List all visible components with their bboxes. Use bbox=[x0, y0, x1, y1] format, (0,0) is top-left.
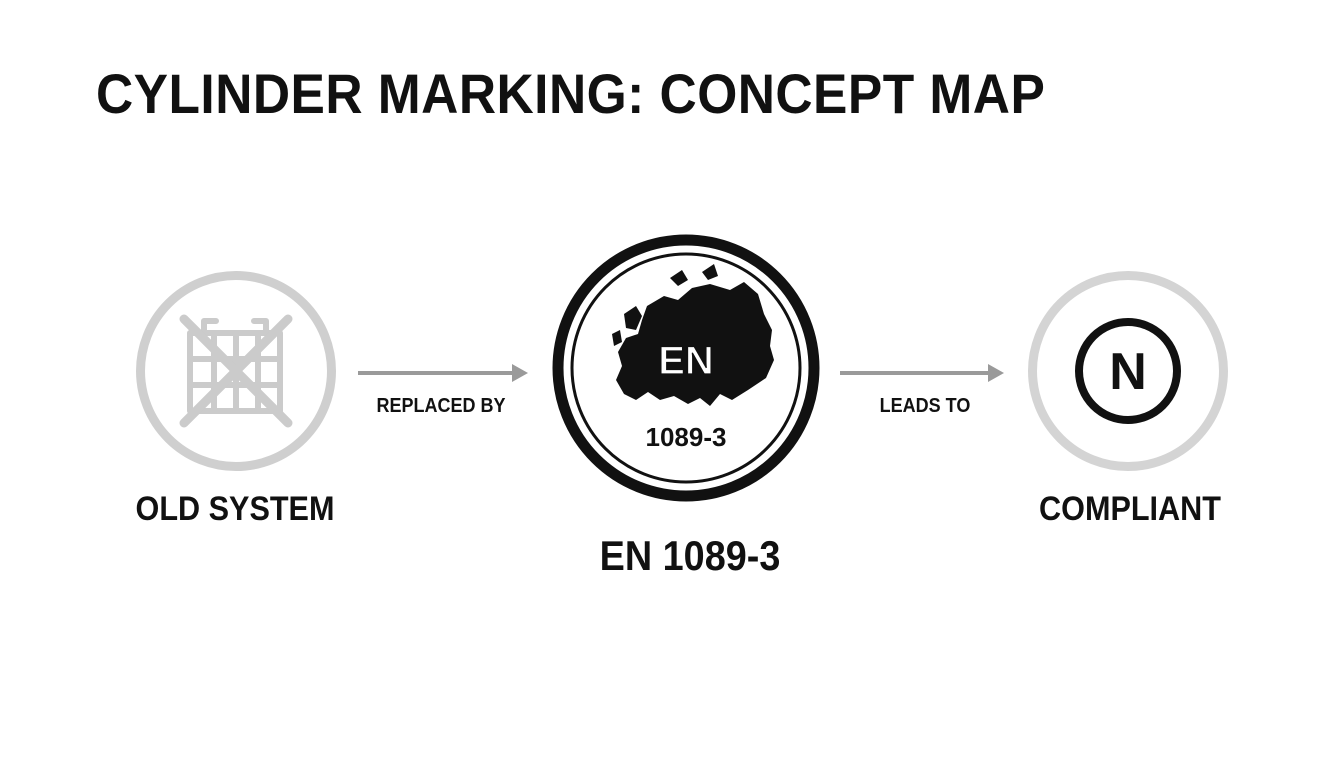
compliant-label: COMPLIANT bbox=[1039, 490, 1221, 528]
europe-map-icon bbox=[612, 264, 774, 406]
crossed-out-cylinder-icon bbox=[179, 314, 293, 428]
en-standard-badge: EN 1089-3 bbox=[552, 234, 820, 502]
replaced-by-arrow bbox=[358, 364, 528, 382]
standard-label: EN 1089-3 bbox=[599, 532, 781, 579]
leads-to-label: LEADS TO bbox=[879, 395, 971, 417]
badge-code-text: 1089-3 bbox=[646, 422, 727, 452]
compliant-ring bbox=[1028, 271, 1228, 471]
leads-to-arrow bbox=[840, 364, 1004, 382]
n-mark-letter: N bbox=[1109, 343, 1147, 401]
badge-en-text: EN bbox=[658, 339, 714, 383]
page-title: CYLINDER MARKING: CONCEPT MAP bbox=[96, 62, 1046, 125]
n-mark-icon: N bbox=[1075, 318, 1181, 424]
replaced-by-label: REPLACED BY bbox=[376, 395, 506, 417]
old-system-label: OLD SYSTEM bbox=[135, 490, 335, 528]
old-system-ring bbox=[136, 271, 336, 471]
